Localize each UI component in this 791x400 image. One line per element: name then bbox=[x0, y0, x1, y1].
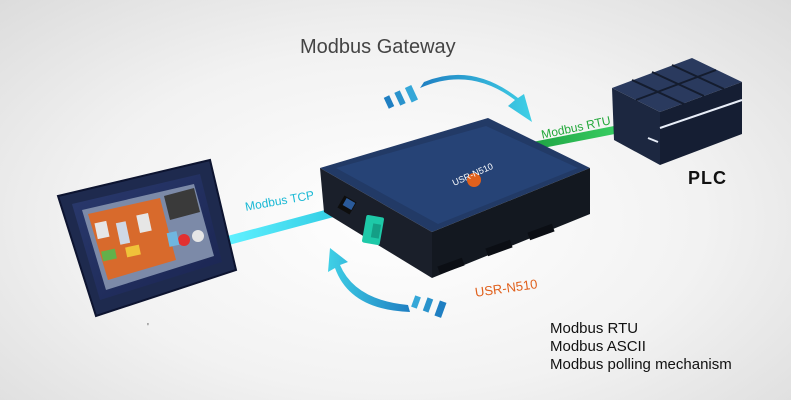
top-flow-arrow-icon bbox=[383, 74, 532, 122]
diagram-title: Modbus Gateway bbox=[300, 36, 456, 58]
feature-item: Modbus polling mechanism bbox=[550, 356, 732, 373]
hmi-touchscreen-icon bbox=[56, 158, 238, 318]
feature-list: Modbus RTU Modbus ASCII Modbus polling m… bbox=[550, 320, 732, 374]
feature-item: Modbus RTU bbox=[550, 320, 639, 337]
decorative-mark: ' bbox=[147, 322, 149, 333]
bottom-flow-arrow-icon bbox=[328, 248, 447, 318]
plc-label: PLC bbox=[688, 168, 727, 188]
feature-item: Modbus ASCII bbox=[550, 338, 646, 355]
usr-n510-gateway-icon: USR-N510 bbox=[320, 118, 590, 278]
plc-module-icon bbox=[612, 58, 743, 165]
